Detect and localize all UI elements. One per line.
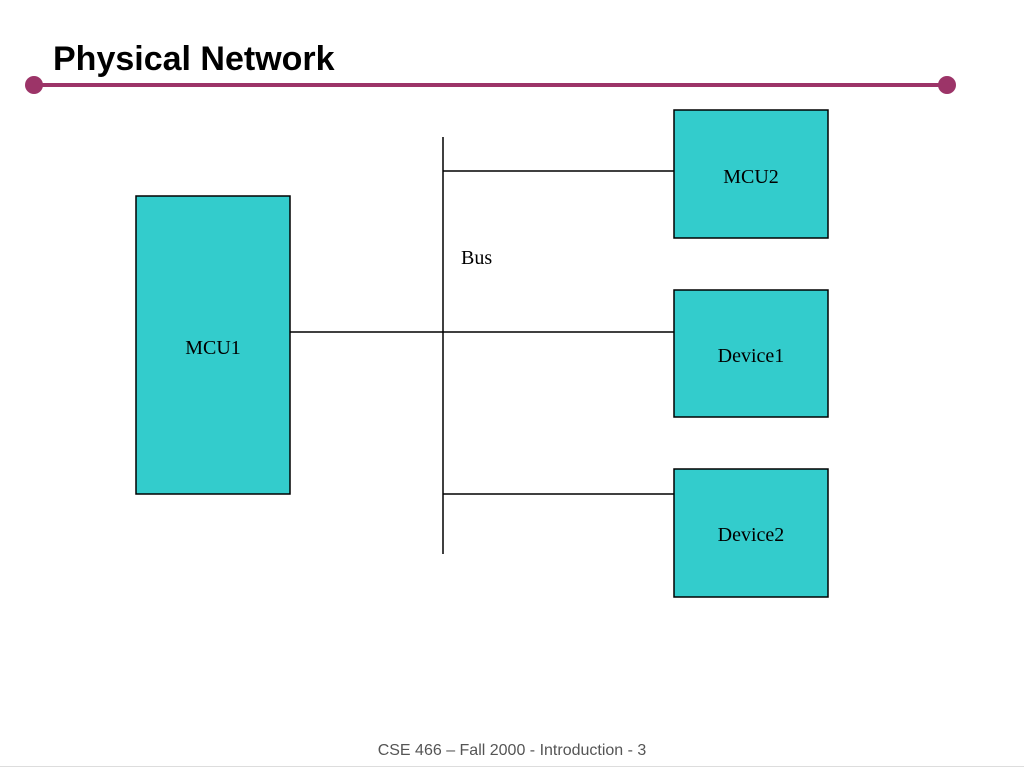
node-mcu1-box (135, 195, 291, 495)
node-device2-box (673, 468, 829, 598)
node-device2-label: Device2 (718, 524, 785, 546)
bus-label: Bus (461, 247, 492, 269)
title-rule-right-dot (938, 76, 956, 94)
footer-divider (0, 766, 1024, 767)
node-mcu1: MCU1 (135, 195, 291, 495)
node-device2: Device2 (673, 468, 829, 598)
node-device1-label: Device1 (718, 345, 785, 367)
slide-title: Physical Network (53, 40, 335, 78)
node-mcu2-label: MCU2 (723, 166, 779, 188)
node-device1: Device1 (673, 289, 829, 418)
node-mcu2-box (673, 109, 829, 239)
title-rule (25, 76, 956, 94)
node-mcu1-label: MCU1 (185, 337, 241, 359)
node-mcu2: MCU2 (673, 109, 829, 239)
title-rule-left-dot (25, 76, 43, 94)
slide-footer: CSE 466 – Fall 2000 - Introduction - 3 (377, 742, 647, 759)
node-device1-box (673, 289, 829, 418)
